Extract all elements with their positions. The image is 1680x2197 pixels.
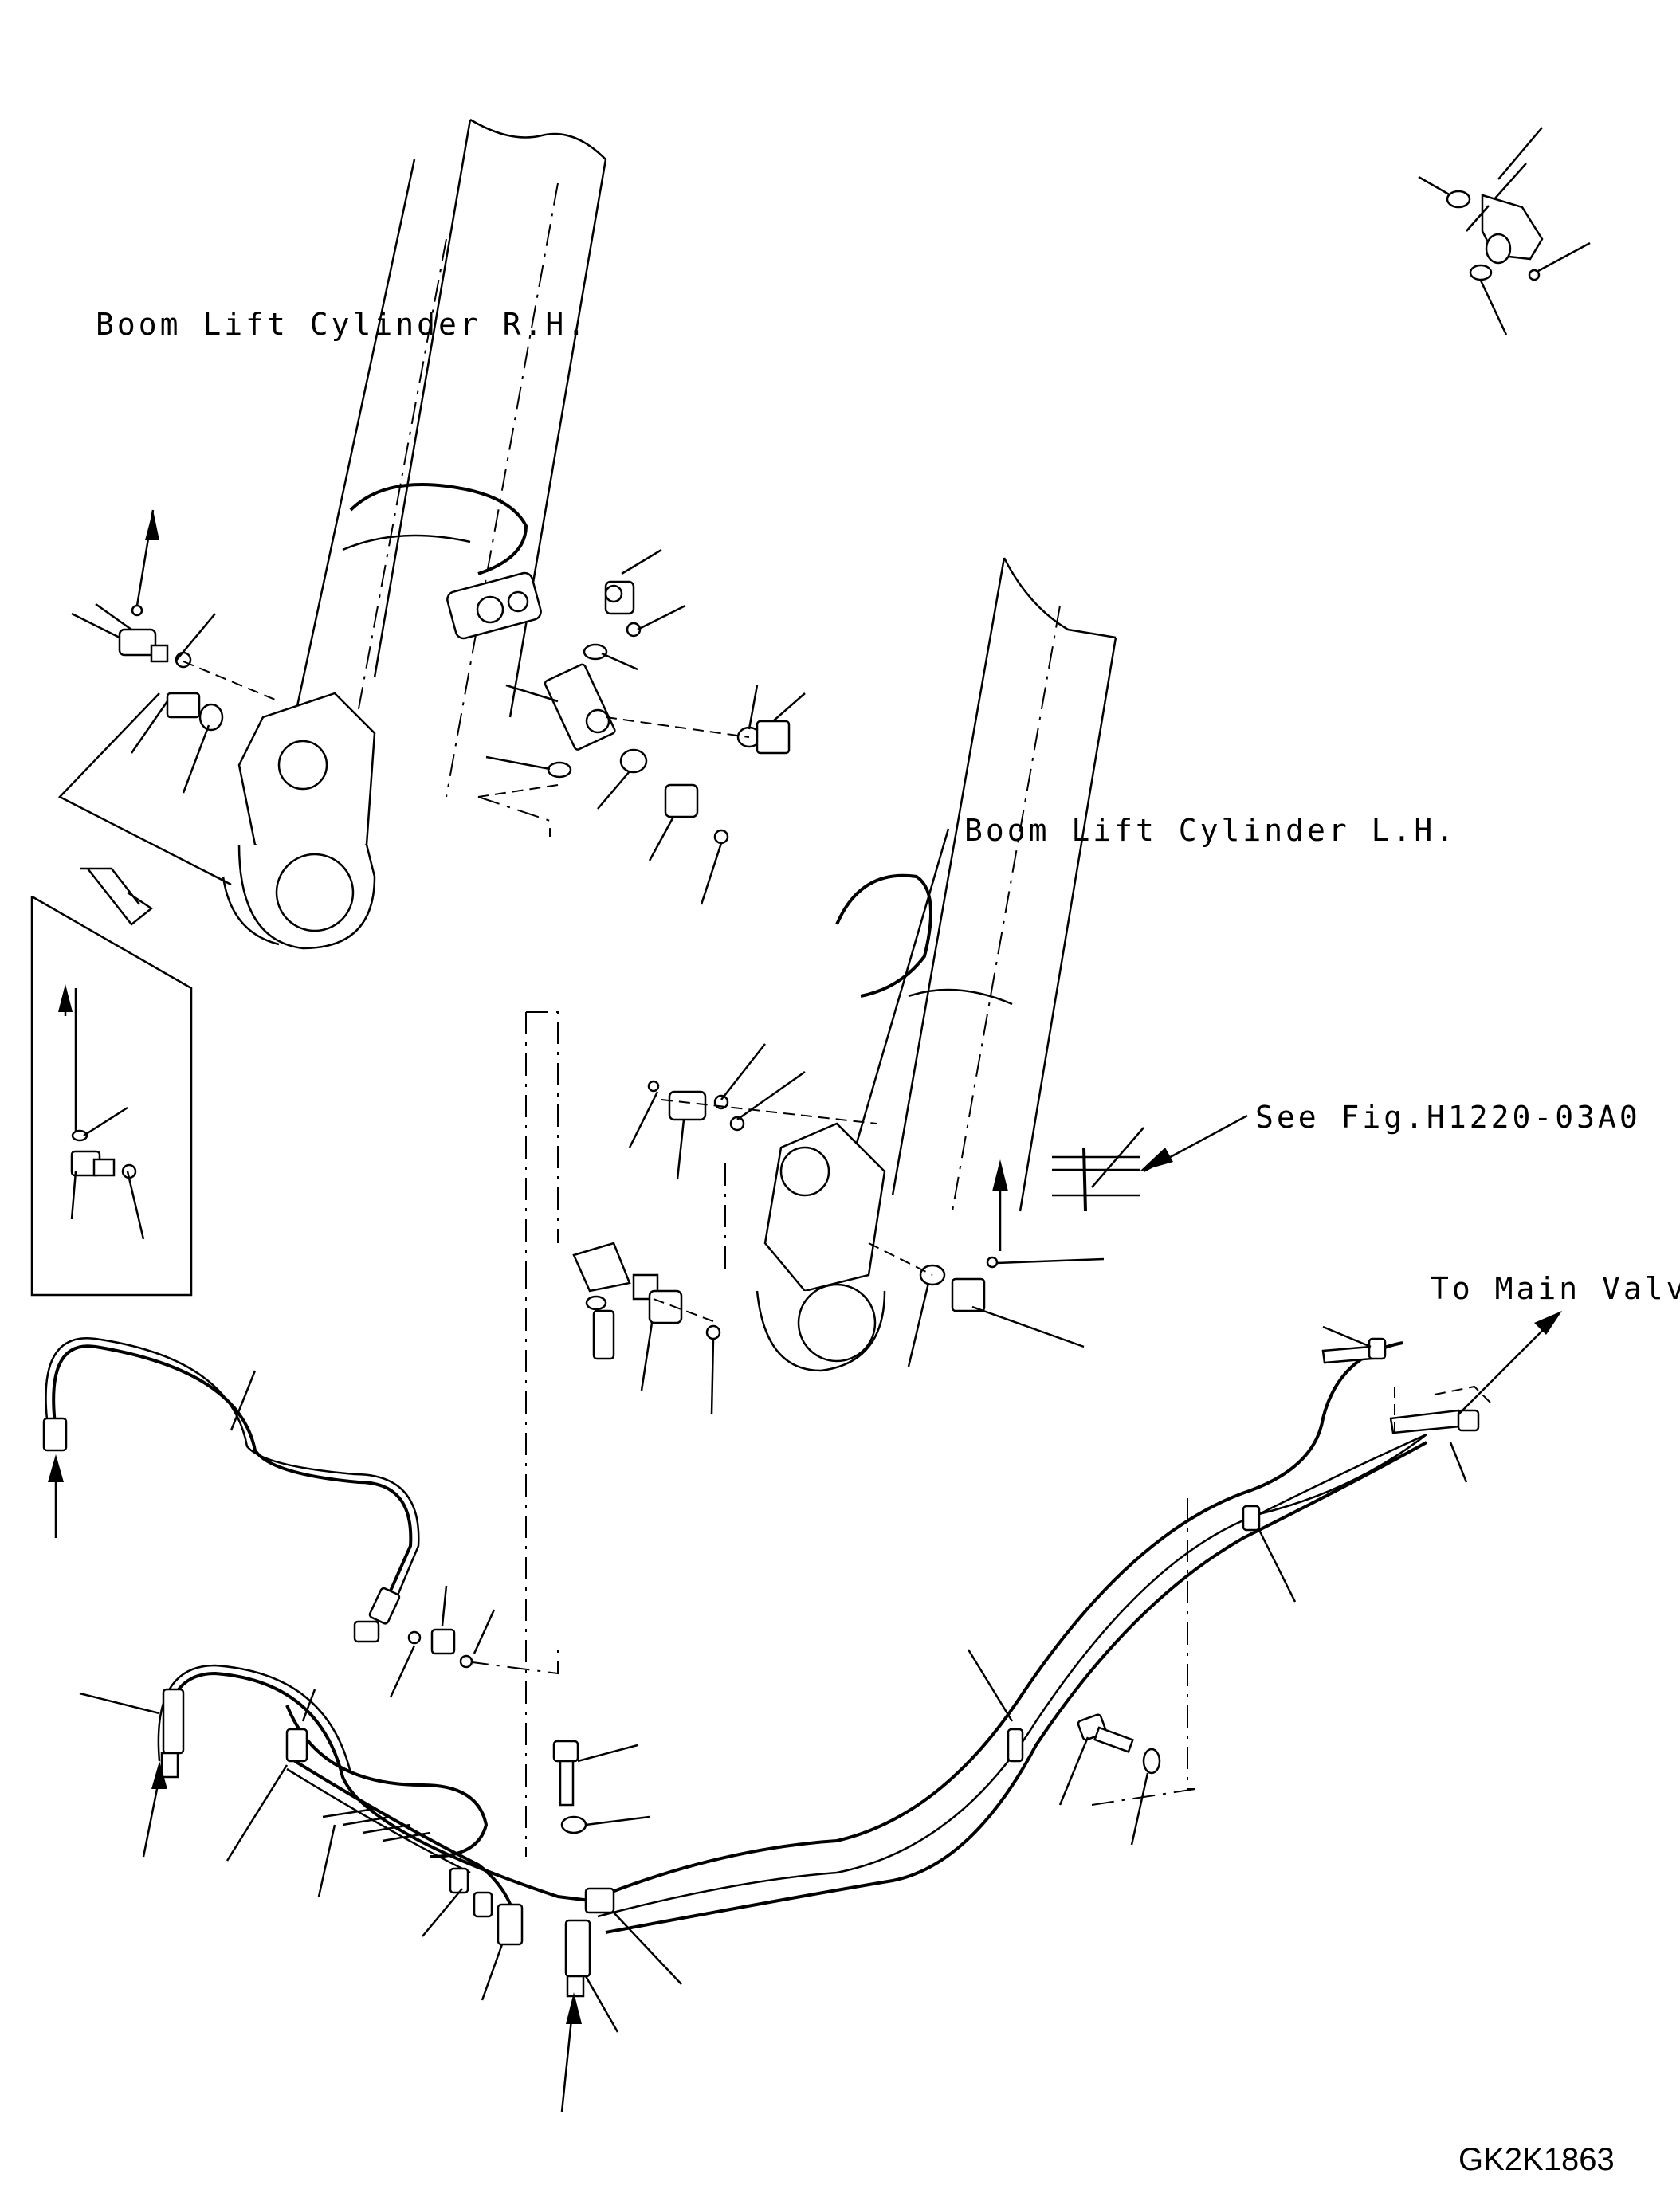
hose-upper-left — [42, 1336, 496, 1698]
figure-code: GK2K1863 — [1458, 2142, 1615, 2177]
cylinder-rh-label: Boom Lift Cylinder R.H. — [96, 307, 589, 342]
rh-fittings — [57, 509, 280, 886]
bolt-set-right — [1058, 1713, 1161, 1846]
see-fig-callout — [1052, 1114, 1248, 1212]
alignment-lines — [465, 1011, 1196, 1857]
rh-manifold — [477, 548, 806, 905]
to-main-valve-label: To Main Valve — [1431, 1271, 1680, 1306]
see-fig-label: See Fig.H1220-03A0 — [1255, 1100, 1641, 1135]
detail-inset — [30, 867, 193, 1297]
rh-cylinder — [293, 118, 607, 838]
lh-cylinder — [756, 557, 1117, 1372]
rh-valve-block — [222, 692, 376, 950]
cylinder-lh-label: Boom Lift Cylinder L.H. — [964, 813, 1458, 848]
hose-bundle-lower — [79, 1664, 619, 2113]
lh-fittings — [572, 1043, 1105, 1415]
detail-fitting-top — [1418, 127, 1591, 335]
hose-main-run — [584, 1311, 1562, 1985]
bolt-set-center — [552, 1740, 650, 1834]
